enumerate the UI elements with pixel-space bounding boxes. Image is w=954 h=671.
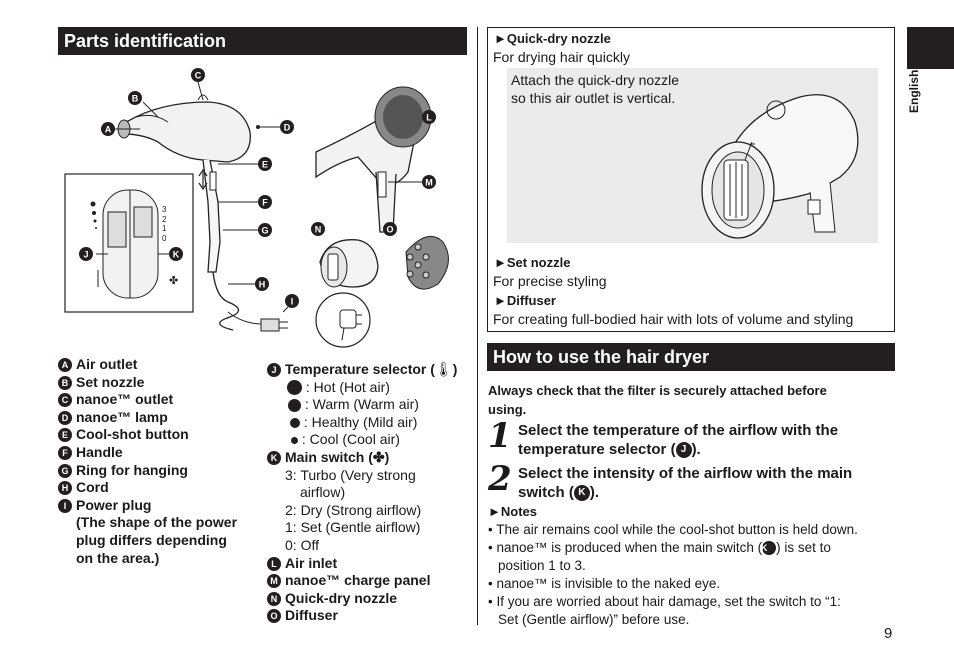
hot-dot-icon: [287, 380, 302, 396]
triangle-icon: ►: [494, 293, 507, 308]
svg-text:D: D: [284, 123, 291, 133]
switch-options: 3: Turbo (Very strong airflow) 2: Dry (S…: [285, 466, 422, 553]
triangle-icon: ►: [494, 255, 507, 270]
column-divider: [477, 27, 478, 625]
switch-scale: 3 2 1 0: [162, 205, 167, 243]
svg-text:I: I: [291, 297, 294, 307]
temp-selector-item: J Temperature selector (🌡): [267, 361, 472, 379]
quick-dry-callout: Attach the quick-dry nozzle so this air …: [511, 72, 680, 106]
svg-text:O: O: [386, 225, 393, 235]
set-nozzle-desc: For precise styling: [493, 273, 607, 289]
list-item: • nanoe™ is produced when the main switc…: [488, 540, 831, 556]
svg-text:M: M: [425, 178, 433, 188]
main-switch-item: K Main switch (✤): [267, 449, 472, 467]
svg-text:A: A: [105, 125, 112, 135]
svg-text:F: F: [262, 198, 268, 208]
notes-title: ►Notes: [488, 504, 537, 519]
language-tab: [907, 27, 954, 69]
thermometer-icon: 🌡: [434, 361, 453, 377]
howto-warning: Always check that the filter is securely…: [488, 383, 827, 417]
triangle-icon: ►: [494, 31, 507, 46]
step-2: 2 Select the intensity of the airflow wi…: [488, 459, 853, 502]
svg-text:J: J: [83, 250, 88, 260]
list-item: : Hot (Hot air): [287, 379, 472, 397]
warm-dot-icon: [288, 398, 301, 412]
nozzle-box: [487, 27, 895, 332]
svg-text:B: B: [132, 94, 139, 104]
list-item: : Cool (Cool air): [287, 431, 472, 449]
list-item: : Warm (Warm air): [287, 396, 472, 414]
cool-dot-icon: [291, 437, 298, 445]
svg-text:H: H: [259, 280, 266, 290]
set-nozzle-title: ►Set nozzle: [494, 255, 571, 270]
step-1: 1 Select the temperature of the airflow …: [488, 416, 839, 459]
healthy-dot-icon: [290, 418, 300, 429]
page-number: 9: [884, 625, 893, 642]
temp-options: : Hot (Hot air) : Warm (Warm air) : Heal…: [267, 379, 472, 449]
parts-list-right: J Temperature selector (🌡) : Hot (Hot ai…: [267, 361, 472, 625]
diffuser-desc: For creating full-bodied hair with lots …: [493, 311, 854, 327]
list-item: : Healthy (Mild air): [287, 414, 472, 432]
svg-text:✤: ✤: [169, 274, 178, 287]
svg-text:K: K: [173, 250, 180, 260]
quick-dry-title: ►Quick-dry nozzle: [494, 31, 611, 46]
quick-dry-nozzle-illustration: [701, 94, 859, 239]
fan-icon: ✤: [372, 448, 385, 465]
svg-text:C: C: [195, 71, 202, 81]
triangle-icon: ►: [488, 504, 501, 519]
svg-text:L: L: [426, 113, 432, 123]
notes-list: • The air remains cool while the cool-sh…: [488, 521, 898, 629]
dryer-illustration: A B C D E F G H I J K ✤ L M N O I: [64, 68, 449, 348]
parts-header: Parts identification: [58, 27, 467, 55]
svg-text:G: G: [261, 226, 268, 236]
diffuser-title: ►Diffuser: [494, 293, 556, 308]
howto-header: How to use the hair dryer: [487, 343, 895, 371]
quick-dry-desc: For drying hair quickly: [493, 49, 630, 65]
svg-text:E: E: [262, 160, 268, 170]
list-item: • nanoe™ is invisible to the naked eye.: [488, 576, 721, 591]
language-tab-label: English: [907, 69, 921, 113]
plug-note: (The shape of the power plug differs dep…: [76, 514, 238, 566]
svg-text:N: N: [315, 225, 322, 235]
list-item: • If you are worried about hair damage, …: [488, 594, 841, 609]
list-item: • The air remains cool while the cool-sh…: [488, 522, 858, 537]
